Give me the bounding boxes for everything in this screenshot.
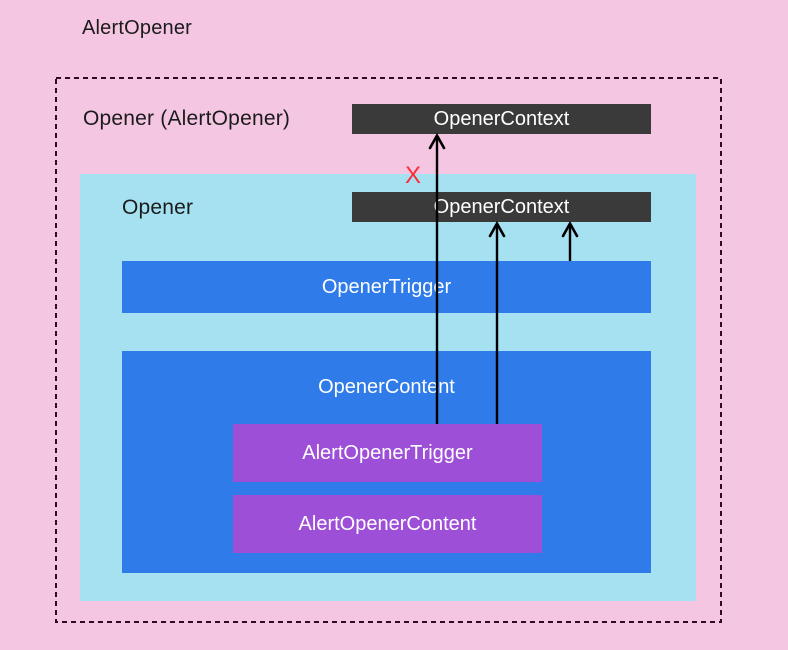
alert-opener-trigger-box: AlertOpenerTrigger <box>233 424 542 482</box>
outer-opener-context-box: OpenerContext <box>352 104 651 134</box>
arrowhead-outer-context <box>428 132 446 150</box>
inner-opener-context-box: OpenerContext <box>352 192 651 222</box>
opener-trigger-box: OpenerTrigger <box>122 261 651 313</box>
alert-opener-content-box: AlertOpenerContent <box>233 495 542 553</box>
blocked-x-marker: X <box>404 162 421 189</box>
alert-opener-scope-label: Opener (AlertOpener) <box>83 107 291 130</box>
opener-scope-label: Opener <box>122 196 194 219</box>
root-component-label: AlertOpener <box>82 17 193 39</box>
opener-content-label: OpenerContent <box>318 376 455 398</box>
